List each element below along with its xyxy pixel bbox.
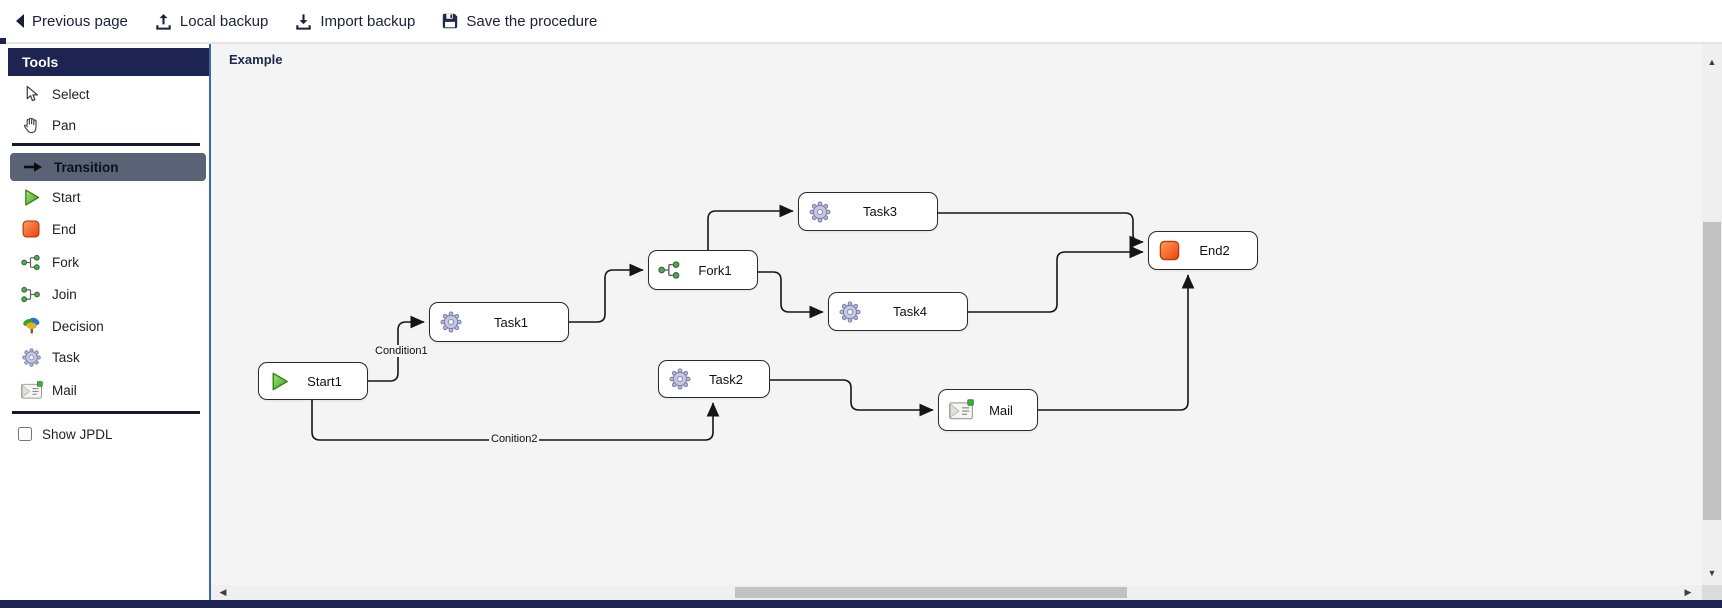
tool-item-end[interactable]: End — [8, 215, 206, 243]
vertical-scrollbar[interactable]: ▲ ▼ — [1702, 44, 1722, 585]
download-icon — [294, 12, 313, 31]
tool-item-label: Join — [52, 286, 77, 302]
save-procedure-label: Save the procedure — [466, 12, 598, 30]
back-icon — [14, 13, 25, 29]
node-label: Task3 — [863, 204, 897, 219]
node-end2[interactable]: End2 — [1148, 231, 1258, 270]
transition-arrow-icon — [20, 161, 46, 173]
task-gear-icon — [668, 367, 692, 391]
tool-item-start[interactable]: Start — [8, 183, 206, 211]
tool-item-task[interactable]: Task — [8, 343, 206, 371]
hand-icon — [18, 116, 44, 134]
tool-item-label: Start — [52, 189, 81, 205]
edge-fork1-task4[interactable] — [758, 271, 824, 319]
node-start1[interactable]: Start1 — [258, 362, 368, 400]
tool-item-select[interactable]: Select — [8, 80, 206, 108]
tool-item-pan[interactable]: Pan — [8, 111, 206, 139]
tool-item-label: Mail — [52, 382, 77, 398]
tool-item-label: Select — [52, 86, 90, 102]
show-jpdl-label: Show JPDL — [42, 426, 113, 442]
bottom-bar — [0, 600, 1722, 608]
node-task4[interactable]: Task4 — [828, 292, 968, 331]
sidebar-canvas-divider — [209, 44, 211, 600]
save-procedure-button[interactable]: Save the procedure — [441, 12, 597, 30]
edge-task1-fork1[interactable] — [569, 263, 644, 323]
node-label: Start1 — [307, 373, 342, 389]
sidebar-divider — [12, 143, 200, 146]
edge-task2-mail[interactable] — [770, 379, 934, 417]
node-label: End2 — [1199, 243, 1230, 258]
import-backup-button[interactable]: Import backup — [294, 12, 415, 31]
local-backup-label: Local backup — [179, 12, 269, 30]
mail-icon — [18, 380, 44, 400]
tool-item-label: Pan — [52, 117, 77, 133]
node-fork1[interactable]: Fork1 — [648, 250, 758, 290]
edge-label-conition2[interactable]: Conition2 — [489, 433, 540, 445]
scroll-right-icon[interactable]: ▶ — [1684, 587, 1692, 597]
node-task1[interactable]: Task1 — [429, 302, 569, 342]
diagram-canvas[interactable]: Example Condition1 Conition2 Start1 — [211, 44, 1702, 585]
show-jpdl-row: Show JPDL — [8, 422, 113, 446]
tool-item-label: Decision — [52, 318, 104, 334]
node-label: Mail — [989, 402, 1013, 418]
node-mail[interactable]: Mail — [938, 389, 1038, 431]
edge-label-condition1[interactable]: Condition1 — [373, 345, 430, 357]
tools-panel-header: Tools — [8, 48, 209, 76]
tool-item-join[interactable]: Join — [8, 280, 206, 308]
previous-page-button[interactable]: Previous page — [14, 13, 128, 30]
show-jpdl-checkbox[interactable] — [18, 427, 32, 441]
node-label: Task2 — [709, 371, 743, 387]
toolbar: Previous page Local backup Import backup — [0, 0, 1722, 44]
task-gear-icon — [18, 347, 44, 368]
task-gear-icon — [808, 200, 832, 224]
vertical-scrollbar-thumb[interactable] — [1703, 222, 1721, 520]
edge-task4-end2[interactable] — [968, 245, 1144, 313]
fork-icon — [18, 254, 44, 271]
fork-icon — [658, 260, 682, 280]
node-label: Task4 — [893, 304, 927, 319]
start-icon — [18, 187, 44, 208]
cursor-icon — [18, 85, 44, 103]
tool-item-label: Task — [52, 349, 80, 365]
scroll-left-icon[interactable]: ◀ — [219, 587, 227, 597]
tool-item-label: Fork — [52, 254, 79, 270]
tool-item-decision[interactable]: Decision — [8, 312, 206, 340]
node-task2[interactable]: Task2 — [658, 360, 770, 398]
tool-item-label: Transition — [54, 159, 119, 175]
edge-fork1-task3[interactable] — [707, 204, 794, 250]
horizontal-scrollbar-thumb[interactable] — [735, 587, 1127, 598]
edge-mail-end2[interactable] — [1038, 274, 1195, 411]
task-gear-icon — [439, 310, 463, 334]
previous-page-label: Previous page — [32, 12, 128, 30]
scroll-up-icon[interactable]: ▲ — [1707, 57, 1717, 67]
end-icon — [18, 219, 44, 239]
horizontal-scrollbar[interactable]: ◀ ▶ — [211, 585, 1702, 600]
sidebar-divider — [12, 411, 200, 414]
edge-task3-end2[interactable] — [938, 212, 1144, 249]
tool-item-mail[interactable]: Mail — [8, 376, 206, 404]
mail-icon — [948, 399, 974, 421]
node-label: Task1 — [494, 314, 528, 330]
scroll-down-icon[interactable]: ▼ — [1707, 568, 1717, 578]
tools-sidebar: Tools Select Pan Transition — [0, 44, 209, 600]
tools-panel-title: Tools — [22, 54, 59, 70]
tool-item-label: End — [52, 221, 77, 237]
diagram-title: Example — [229, 52, 283, 67]
decision-icon — [18, 316, 44, 336]
task-gear-icon — [838, 300, 862, 324]
tool-item-transition[interactable]: Transition — [10, 153, 206, 181]
tool-item-fork[interactable]: Fork — [8, 248, 206, 276]
save-icon — [441, 12, 459, 30]
edges-layer — [311, 204, 1195, 441]
end-icon — [1158, 239, 1181, 262]
node-label: Fork1 — [698, 262, 732, 278]
join-icon — [18, 286, 44, 303]
scrollbar-corner — [1702, 585, 1722, 600]
import-backup-label: Import backup — [320, 12, 416, 30]
upload-icon — [154, 12, 173, 31]
start-icon — [268, 370, 291, 393]
local-backup-button[interactable]: Local backup — [154, 12, 268, 31]
node-task3[interactable]: Task3 — [798, 192, 938, 231]
